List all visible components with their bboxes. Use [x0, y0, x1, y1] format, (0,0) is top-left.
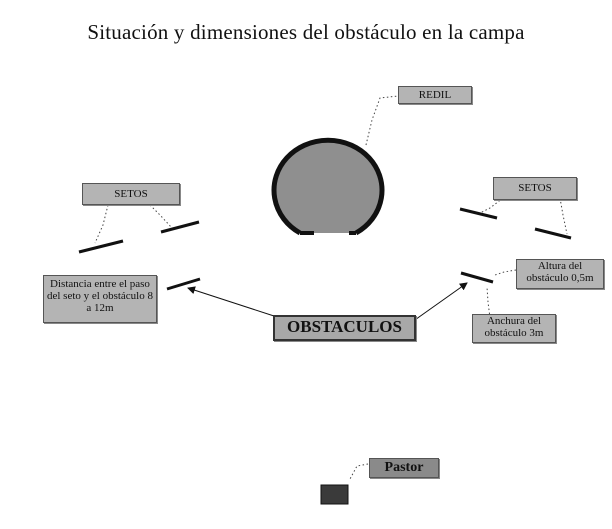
arrow-to-left-obstacle	[187, 286, 275, 317]
corral-shape	[271, 137, 385, 236]
arrow-to-right-obstacle	[411, 282, 468, 323]
setos-right-leader-2	[559, 197, 568, 235]
setos-left-leader-1	[94, 204, 109, 244]
setos-right-leader-1	[479, 197, 504, 214]
pastor-leader	[349, 463, 369, 480]
obstacle-right	[460, 271, 494, 284]
altura-leader	[494, 269, 517, 276]
hedge-right-1	[459, 207, 498, 220]
hedge-right-2	[534, 227, 572, 240]
redil-leader	[365, 95, 399, 146]
diagram-title: Situación y dimensiones del obstáculo en…	[87, 20, 525, 44]
setos-left-label: SETOS	[82, 183, 180, 205]
obstaculos-label: OBSTACULOS	[273, 315, 416, 341]
hedge-left-1	[78, 239, 124, 254]
obstacle-left	[166, 277, 201, 291]
setos-left-leader-2	[149, 204, 173, 229]
redil-label: REDIL	[398, 86, 472, 104]
distancia-label: Distancia entre el paso del seto y el ob…	[43, 275, 157, 323]
altura-label: Altura del obstáculo 0,5m	[516, 259, 604, 289]
setos-right-label: SETOS	[493, 177, 577, 200]
hedge-left-2	[160, 220, 200, 234]
pastor-label: Pastor	[369, 458, 439, 478]
anchura-label: Anchura del obstáculo 3m	[472, 314, 556, 343]
anchura-leader	[486, 286, 491, 319]
shepherd-marker	[320, 484, 349, 505]
